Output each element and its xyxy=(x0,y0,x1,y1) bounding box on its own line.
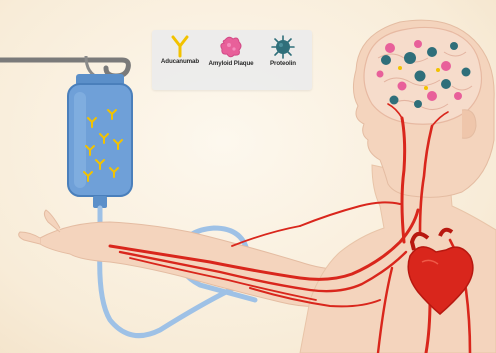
legend-label-amyloid-plaque: Amyloid Plaque xyxy=(208,60,254,67)
iv-bag xyxy=(68,74,132,208)
protein-cluster-icon xyxy=(270,34,296,60)
amyloid-plaque-icon xyxy=(219,34,243,60)
legend-label-aducanumab: Aducanumab xyxy=(154,58,206,65)
legend-box: Aducanumab Amyloid Plaque Proteol xyxy=(152,30,312,90)
legend-label-proteolin: Proteolin xyxy=(256,60,310,67)
legend-item-proteolin: Proteolin xyxy=(256,30,310,90)
legend-item-aducanumab: Aducanumab xyxy=(154,30,206,90)
legend-item-amyloid-plaque: Amyloid Plaque xyxy=(208,30,254,90)
antibody-icon xyxy=(169,34,191,58)
